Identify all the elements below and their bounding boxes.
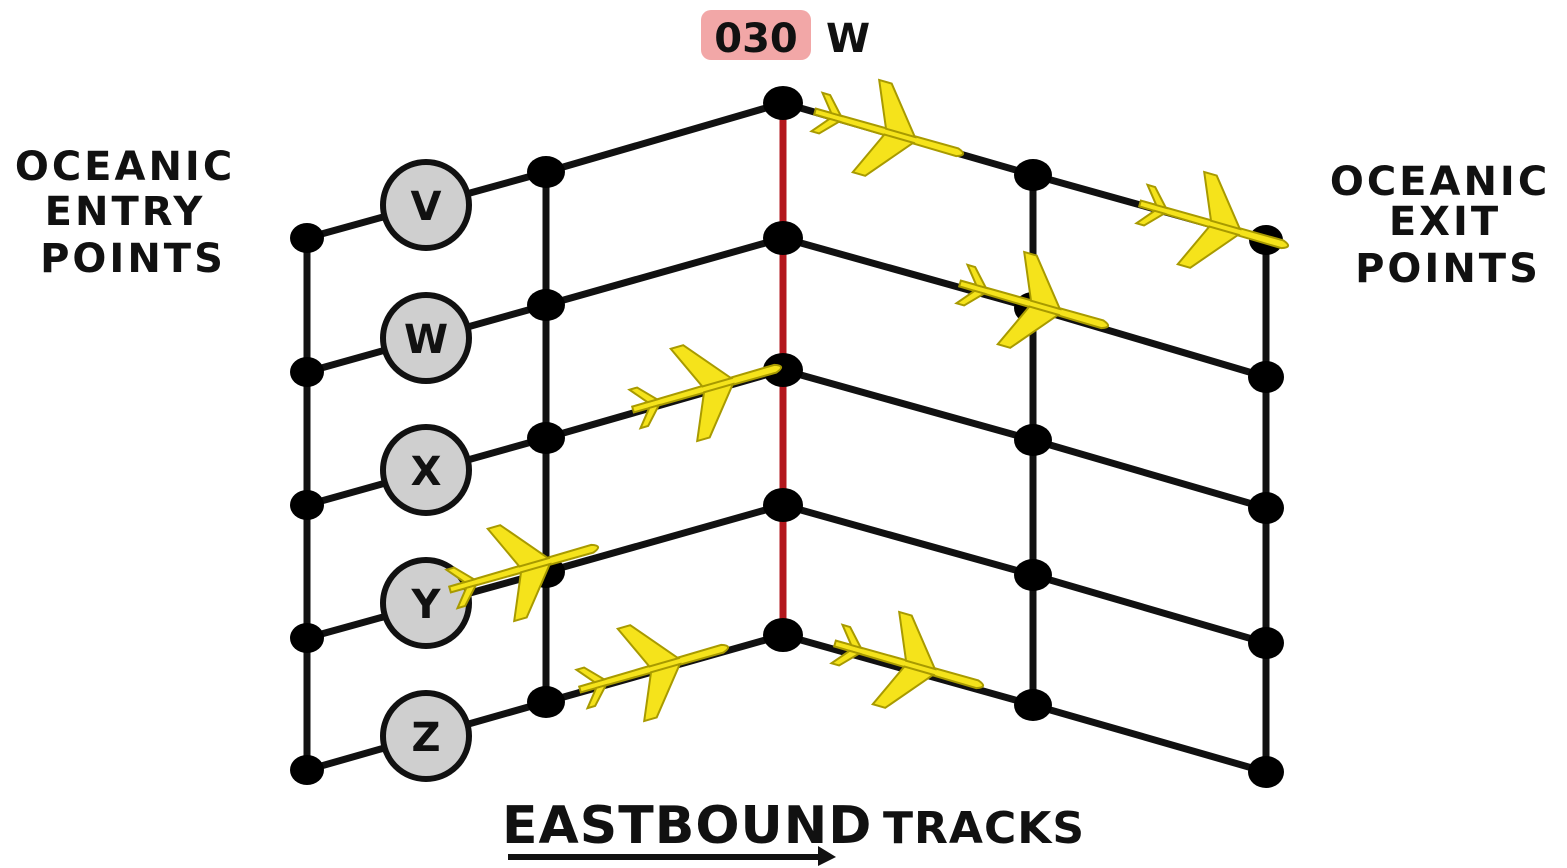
node (290, 490, 324, 520)
exit-points-label: OCEANIC EXIT POINTS (1330, 159, 1550, 292)
node (527, 686, 565, 718)
track-letter: V (411, 184, 442, 230)
track-waypoint-y: Y (380, 557, 472, 649)
node (527, 422, 565, 454)
node (1248, 361, 1284, 393)
node (763, 618, 803, 652)
exit-label-line-3: POINTS (1355, 246, 1541, 292)
node (290, 357, 324, 387)
track-waypoint-v: V (380, 159, 472, 251)
entry-points-label: OCEANIC ENTRY POINTS (15, 144, 235, 282)
title-sub: TRACKS (883, 803, 1085, 854)
track-waypoint-w: W (380, 292, 472, 384)
node (1014, 689, 1052, 721)
node (290, 623, 324, 653)
exit-label-line-1: OCEANIC (1330, 159, 1550, 205)
meridian-highlight (701, 10, 811, 60)
node (1014, 559, 1052, 591)
track-waypoint-x: X (380, 424, 472, 516)
entry-label-line-2: ENTRY (45, 189, 206, 235)
node (527, 156, 565, 188)
airplane-icon (618, 319, 796, 457)
airplane-icon (1125, 156, 1303, 294)
node (1248, 756, 1284, 788)
diagram-title: EASTBOUND TRACKS (502, 796, 1085, 866)
node (290, 223, 324, 253)
exit-label-line-2: EXIT (1389, 199, 1501, 245)
track-letter: X (411, 449, 442, 495)
track-waypoint-z: Z (380, 690, 472, 782)
meridian-label: 030 W (701, 10, 870, 62)
node (763, 221, 803, 255)
track-letter: W (404, 317, 448, 363)
arrow-right-icon (508, 846, 836, 866)
airplane-icon (820, 596, 998, 734)
track-letter: Z (411, 715, 440, 761)
airplane-icon (565, 599, 743, 737)
title-main: EASTBOUND (502, 796, 872, 856)
node (1014, 424, 1052, 456)
node (1014, 159, 1052, 191)
node (1248, 627, 1284, 659)
meridian-suffix: W (826, 16, 870, 62)
node (763, 353, 803, 387)
meridian-value: 030 (714, 16, 798, 62)
entry-label-line-3: POINTS (40, 236, 226, 282)
node (763, 488, 803, 522)
entry-label-line-1: OCEANIC (15, 144, 235, 190)
node (1248, 492, 1284, 524)
node (527, 289, 565, 321)
node (290, 755, 324, 785)
airplane-icon (800, 64, 978, 202)
track-letter: Y (411, 582, 442, 628)
node (763, 86, 803, 120)
